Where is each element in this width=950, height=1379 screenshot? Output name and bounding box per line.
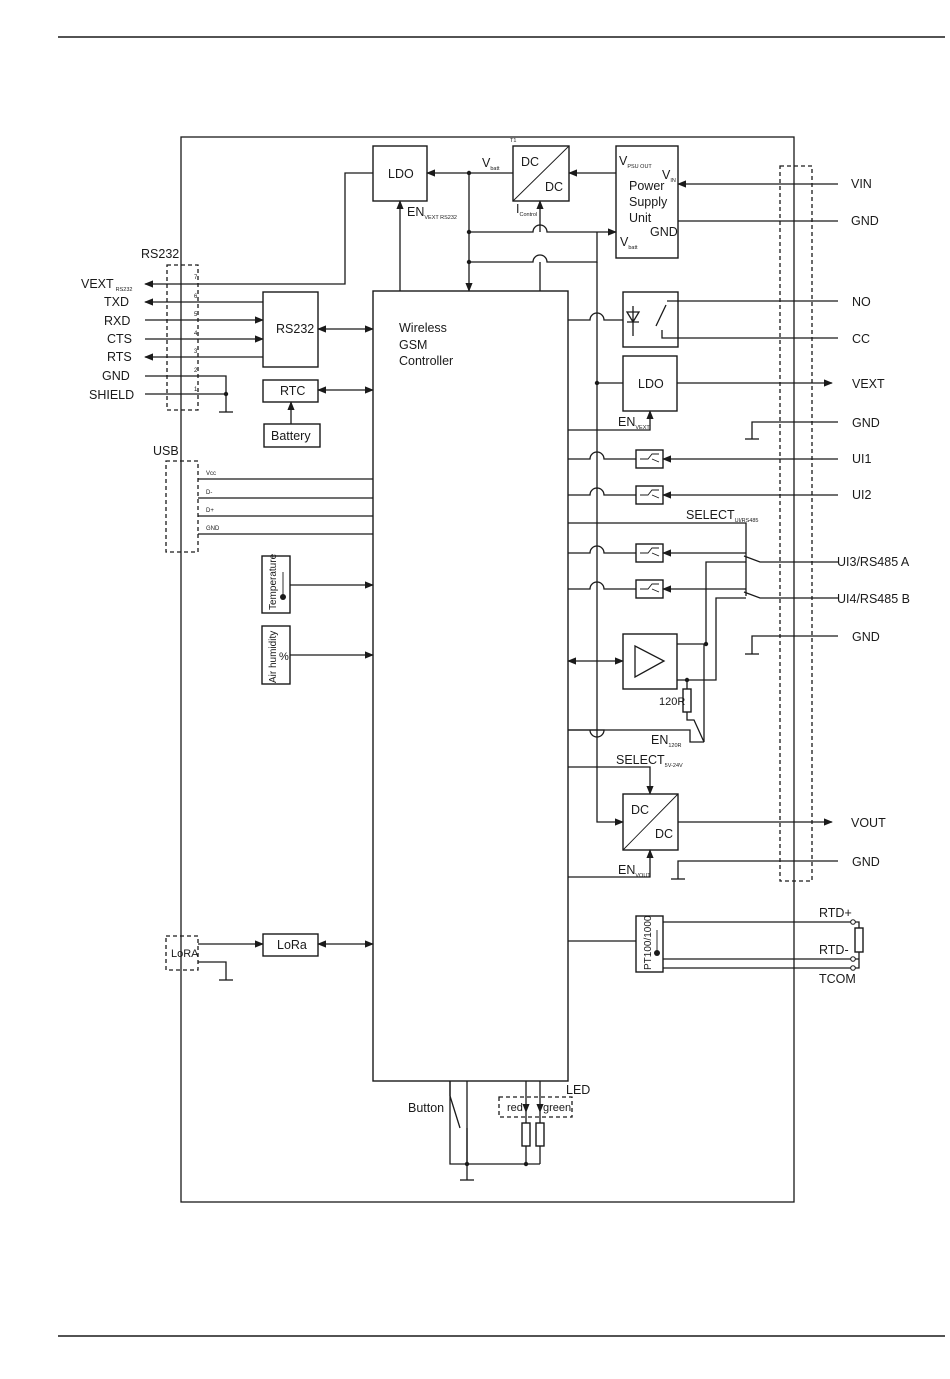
usb-pin-gnd: GND bbox=[206, 526, 220, 532]
ldo-top-label: LDO bbox=[388, 167, 414, 181]
led-red-label: red bbox=[507, 1102, 523, 1114]
terminal-gnd-4: GND bbox=[852, 855, 880, 869]
rs232-pin-3: 3 bbox=[194, 349, 198, 355]
en-vout-label: ENVOUT bbox=[618, 863, 651, 879]
terminal-gnd-3: GND bbox=[852, 630, 880, 644]
psu-vbatt-label: Vbatt bbox=[620, 235, 638, 251]
usb-title: USB bbox=[153, 444, 179, 458]
controller-label-2: GSM bbox=[399, 338, 427, 352]
ldo-vext-block bbox=[622, 355, 678, 412]
lora-label: LoRa bbox=[277, 938, 307, 952]
terminal-ui4-rs485b: UI4/RS485 B bbox=[837, 592, 910, 606]
usb-pin-dplus: D+ bbox=[206, 508, 214, 514]
rs232-pin-1: 1 bbox=[194, 387, 198, 393]
rs232-pin-2: 2 bbox=[194, 368, 198, 374]
rs232-block bbox=[262, 291, 319, 368]
air-humidity-label: Air humidity bbox=[268, 631, 279, 683]
terminal-ui3-rs485a: UI3/RS485 A bbox=[837, 555, 910, 569]
terminal-ui2: UI2 bbox=[852, 488, 872, 502]
rs232-signal-txd: TXD bbox=[104, 295, 129, 309]
pt100-block bbox=[635, 915, 664, 973]
en-vext-rs232-label: ENVEXT RS232 bbox=[407, 205, 457, 221]
terminal-vext: VEXT bbox=[852, 377, 885, 391]
battery-label: Battery bbox=[271, 429, 311, 443]
dcdc-top-out-label: DC bbox=[545, 180, 563, 194]
terminal-vout: VOUT bbox=[851, 816, 886, 830]
usb-connector bbox=[165, 460, 199, 553]
controller-label-3: Controller bbox=[399, 354, 453, 368]
dcdc-vout-out-label: DC bbox=[655, 827, 673, 841]
terminal-rtd-minus: RTD- bbox=[819, 943, 849, 957]
rs232-connector bbox=[166, 264, 199, 411]
led-label: LED bbox=[566, 1083, 590, 1097]
rs232-block-label: RS232 bbox=[276, 322, 314, 336]
terminal-tcom: TCOM bbox=[819, 972, 856, 986]
psu-title-3: Unit bbox=[629, 211, 652, 225]
terminal-vin: VIN bbox=[851, 177, 872, 191]
lora-antenna-label: LoRA bbox=[171, 948, 199, 960]
controller-label-1: Wireless bbox=[399, 321, 447, 335]
terminal-cc: CC bbox=[852, 332, 870, 346]
ldo-vext-label: LDO bbox=[638, 377, 664, 391]
psu-vin-label: VIN bbox=[662, 168, 676, 184]
dcdc-top-in-label: DC bbox=[521, 155, 539, 169]
psu-title-2: Supply bbox=[629, 195, 668, 209]
rs232-pin-6: 6 bbox=[194, 294, 198, 300]
en-120r-label: EN120R bbox=[651, 733, 682, 749]
terminal-gnd-1: GND bbox=[851, 214, 879, 228]
rtd-resistor bbox=[854, 927, 864, 953]
usb-pin-vcc: Vcc bbox=[206, 471, 216, 477]
terminal-gnd-2: GND bbox=[852, 416, 880, 430]
rs232-signal-rxd: RXD bbox=[104, 314, 130, 328]
air-humidity-sensor bbox=[261, 625, 291, 685]
icontrol-label: IControl bbox=[516, 202, 537, 218]
battery-block bbox=[263, 423, 321, 448]
led-connector bbox=[498, 1096, 573, 1118]
humidity-icon: % bbox=[279, 651, 289, 663]
rtc-label: RTC bbox=[280, 384, 305, 398]
temperature-label: Temperature bbox=[268, 553, 279, 610]
controller-block bbox=[372, 290, 569, 1082]
rs232-signal-shield: SHIELD bbox=[89, 388, 134, 402]
rs485-driver-block bbox=[622, 633, 678, 690]
terminal-rtd-plus: RTD+ bbox=[819, 906, 852, 920]
rs232-signal-rts: RTS bbox=[107, 350, 132, 364]
terminal-ui1: UI1 bbox=[852, 452, 872, 466]
rs232-pin-7: 7 bbox=[194, 275, 198, 281]
led-green-label: green bbox=[543, 1102, 571, 1114]
select-5v-label: SELECT5V-24V bbox=[616, 753, 683, 769]
rs232-connector-title: RS232 bbox=[141, 247, 179, 261]
usb-pin-dminus: D- bbox=[206, 490, 212, 496]
en-vext-label: ENVEXT bbox=[618, 415, 650, 431]
pt100-label: PT100/1000 bbox=[643, 915, 654, 970]
ldo-top-block bbox=[372, 145, 428, 202]
t1-label: T1 bbox=[510, 138, 516, 144]
psu-vpsu-label: VPSU OUT bbox=[619, 154, 652, 170]
rs232-signal-cts: CTS bbox=[107, 332, 132, 346]
psu-title-1: Power bbox=[629, 179, 664, 193]
lora-antenna-connector bbox=[165, 935, 199, 971]
terminal-no: NO bbox=[852, 295, 871, 309]
vbatt-label: Vbatt bbox=[482, 156, 500, 172]
device-outline bbox=[180, 136, 795, 1203]
psu-gnd-label: GND bbox=[650, 225, 678, 239]
button-label: Button bbox=[408, 1101, 444, 1115]
terminal-strip bbox=[779, 165, 813, 882]
select-ui-label: SELECTUI/RS485 bbox=[686, 508, 759, 524]
resistor-120r-label: 120R bbox=[659, 696, 685, 708]
rs232-pin-5: 5 bbox=[194, 312, 198, 318]
rs232-signal-gnd: GND bbox=[102, 369, 130, 383]
psu-block bbox=[615, 145, 679, 259]
dcdc-vout-in-label: DC bbox=[631, 803, 649, 817]
rs232-pin-4: 4 bbox=[194, 331, 198, 337]
